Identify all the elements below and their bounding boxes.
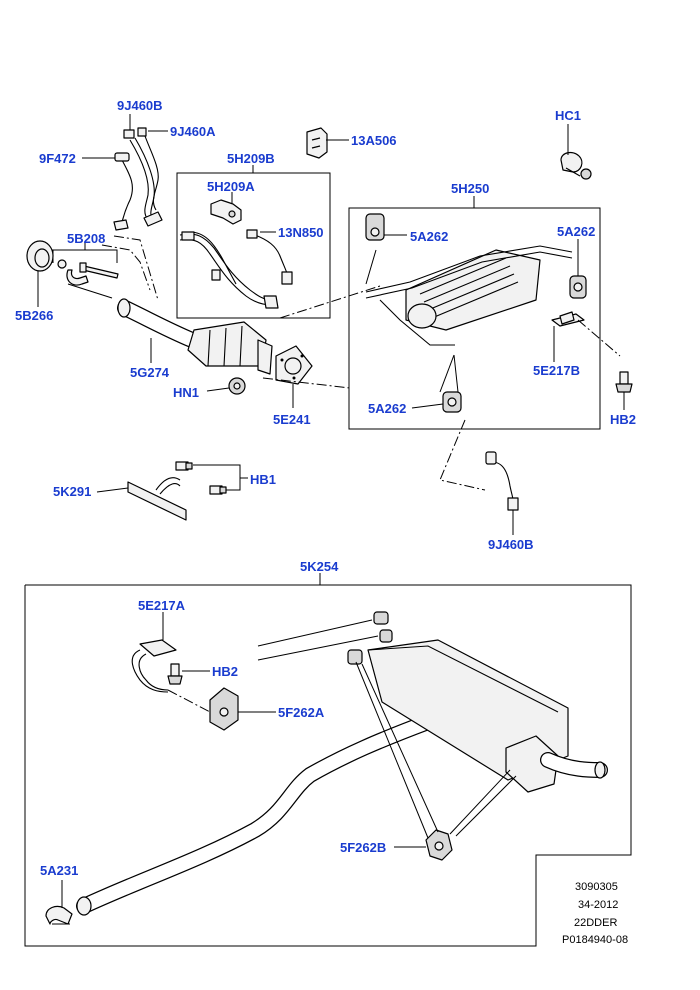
bracket-13A506 (306, 127, 328, 159)
label-5A262-left[interactable]: 5A262 (410, 229, 448, 244)
heat-shield-5K291 (127, 477, 187, 521)
label-HB2-upper[interactable]: HB2 (610, 412, 636, 427)
hanger-5A262-right (569, 275, 587, 299)
gasket-5B266 (26, 240, 54, 272)
clamp-HC1 (560, 151, 592, 180)
label-5F262A[interactable]: 5F262A (278, 705, 325, 720)
reference-line-4: P0184940-08 (562, 934, 628, 946)
label-5A262-bottom[interactable]: 5A262 (368, 401, 406, 416)
oxygen-sensor-9J460B-upper (123, 129, 163, 227)
oxygen-sensor-9J460B-lower (485, 451, 519, 511)
label-5E217B[interactable]: 5E217B (533, 363, 580, 378)
label-9J460B-upper[interactable]: 9J460B (117, 98, 163, 113)
hanger-5F262A (209, 687, 239, 731)
rear-muffler-5K254 (367, 639, 608, 793)
bolt-HB1-lower (209, 485, 227, 495)
hanger-5F262B-upper (347, 611, 393, 665)
rear-pipe-5K254 (76, 713, 436, 916)
label-5F262B[interactable]: 5F262B (340, 840, 386, 855)
clamp-5B208 (57, 259, 119, 286)
gasket-5E241 (275, 345, 313, 385)
group-box-5H209B (176, 172, 331, 319)
hanger-5A262-bottom (442, 391, 462, 413)
group-box-5K254 (24, 584, 632, 947)
nut-HN1 (228, 377, 246, 395)
label-9J460B-lower[interactable]: 9J460B (488, 537, 534, 552)
label-13A506[interactable]: 13A506 (351, 133, 397, 148)
label-5E241[interactable]: 5E241 (273, 412, 311, 427)
label-9F472[interactable]: 9F472 (39, 151, 76, 166)
label-5K254[interactable]: 5K254 (300, 559, 339, 574)
label-5H209B[interactable]: 5H209B (227, 151, 275, 166)
label-HB1[interactable]: HB1 (250, 472, 276, 487)
label-5H209A[interactable]: 5H209A (207, 179, 255, 194)
downpipe-5G274 (117, 298, 273, 375)
label-5B208[interactable]: 5B208 (67, 231, 105, 246)
label-5B266[interactable]: 5B266 (15, 308, 53, 323)
reference-line-1: 3090305 (575, 881, 618, 893)
particulate-filter-5H250 (365, 245, 573, 346)
label-9J460A[interactable]: 9J460A (170, 124, 216, 139)
label-13N850[interactable]: 13N850 (278, 225, 324, 240)
label-5A231[interactable]: 5A231 (40, 863, 78, 878)
bolt-HB1-upper (175, 461, 193, 471)
hanger-5A262-left (365, 213, 385, 241)
label-HN1[interactable]: HN1 (173, 385, 199, 400)
label-5E217A[interactable]: 5E217A (138, 598, 186, 613)
bracket-5E217A (131, 639, 177, 693)
label-HB2-lower[interactable]: HB2 (212, 664, 238, 679)
clamp-5A231 (45, 905, 73, 925)
pressure-sensor-5H209A (210, 199, 242, 225)
nox-sensor-9F472 (113, 152, 133, 231)
label-5H250[interactable]: 5H250 (451, 181, 489, 196)
bracket-5E217B (551, 311, 585, 327)
temperature-sensor-13N850 (246, 229, 293, 285)
label-5G274[interactable]: 5G274 (130, 365, 170, 380)
reference-line-2: 34-2012 (578, 899, 618, 911)
label-HC1[interactable]: HC1 (555, 108, 581, 123)
oxygen-sensor-9J460A (137, 127, 159, 211)
hanger-5F262B-lower (425, 829, 453, 861)
label-5K291[interactable]: 5K291 (53, 484, 91, 499)
reference-line-3: 22DDER (574, 917, 617, 929)
pipes-5H209B (179, 231, 279, 309)
bolt-HB2-upper (615, 371, 633, 393)
label-5A262-right[interactable]: 5A262 (557, 224, 595, 239)
bolt-HB2-lower (167, 663, 183, 685)
